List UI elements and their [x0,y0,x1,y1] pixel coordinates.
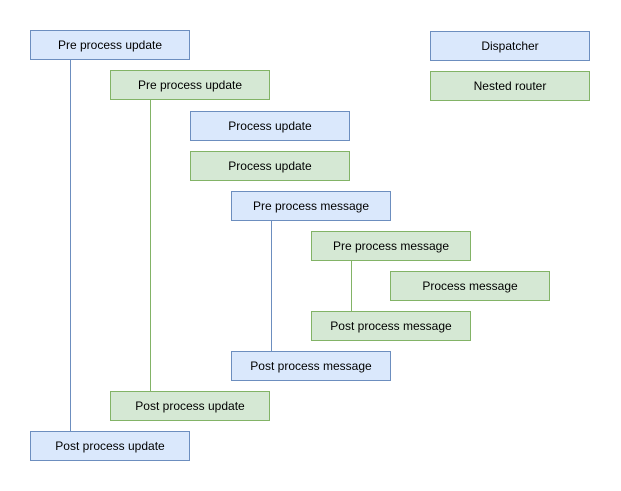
connector-dispatcher-update-spine [70,60,71,431]
connector-dispatcher-message-spine [271,221,272,351]
connector-router-update-spine [150,100,151,391]
node-post-process-update-dispatcher[interactable]: Post process update [30,431,190,461]
node-pre-process-update-dispatcher[interactable]: Pre process update [30,30,190,60]
node-pre-process-update-router[interactable]: Pre process update [110,70,270,100]
node-post-process-message-router[interactable]: Post process message [311,311,471,341]
legend-item-nested-router[interactable]: Nested router [430,71,590,101]
node-process-update-dispatcher[interactable]: Process update [190,111,350,141]
connector-router-message-spine [351,261,352,311]
node-post-process-message-dispatcher[interactable]: Post process message [231,351,391,381]
node-pre-process-message-router[interactable]: Pre process message [311,231,471,261]
node-pre-process-message-dispatcher[interactable]: Pre process message [231,191,391,221]
node-post-process-update-router[interactable]: Post process update [110,391,270,421]
node-process-message-router[interactable]: Process message [390,271,550,301]
node-process-update-router[interactable]: Process update [190,151,350,181]
legend-item-dispatcher[interactable]: Dispatcher [430,31,590,61]
